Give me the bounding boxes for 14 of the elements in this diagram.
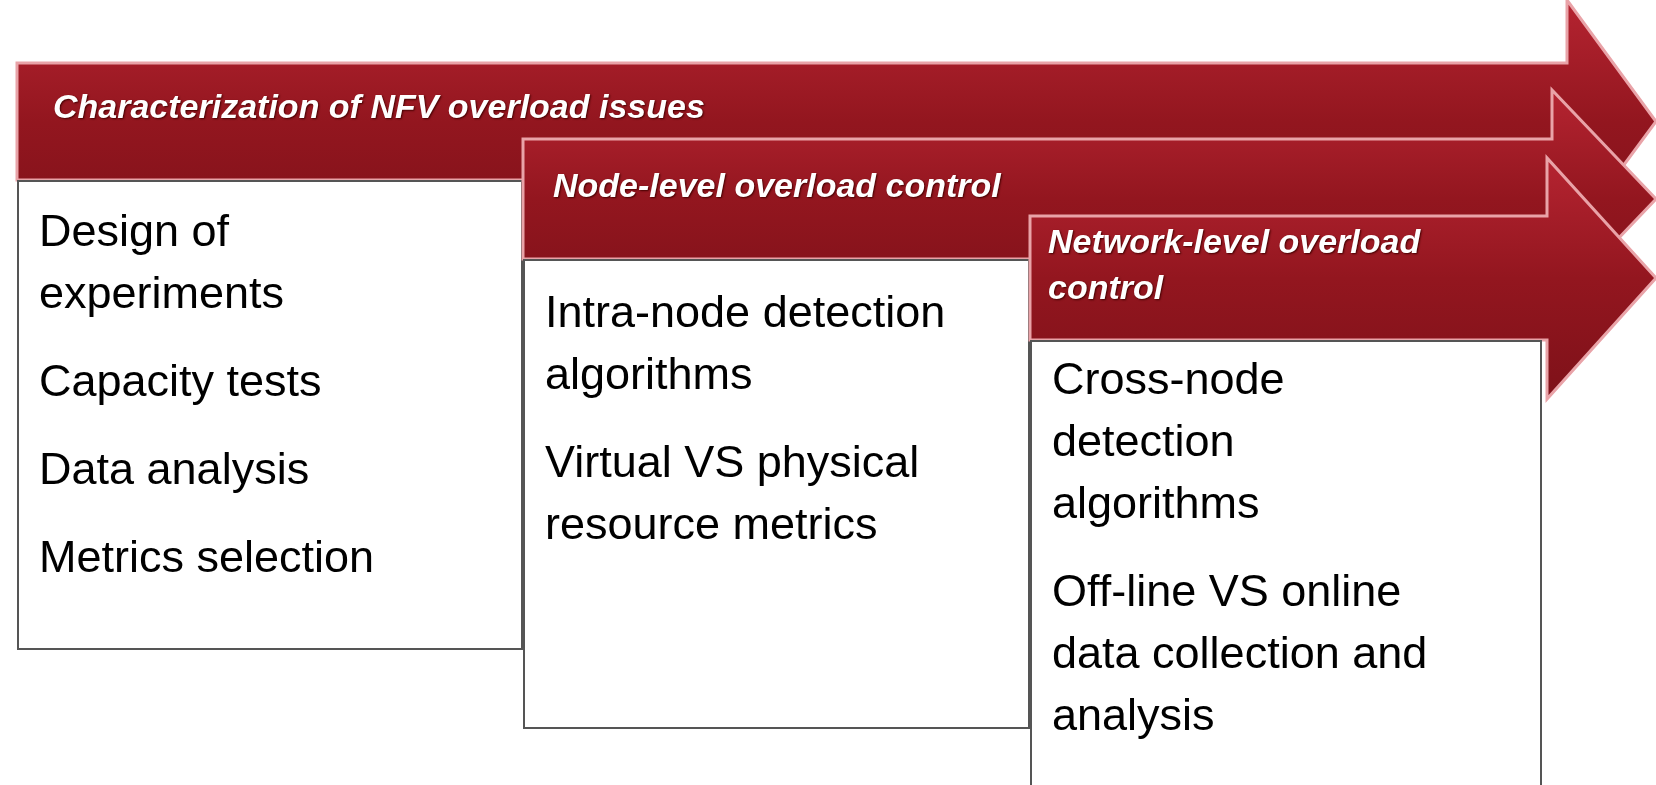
stage-heading: Characterization of NFV overload issues bbox=[53, 86, 706, 127]
content-box bbox=[17, 180, 523, 650]
content-box bbox=[1030, 340, 1542, 785]
list-item: Design of experiments bbox=[39, 204, 286, 320]
stage-heading: Network-level overload control bbox=[1048, 221, 1422, 308]
list-item: Capacity tests bbox=[39, 354, 323, 408]
stage-heading: Node-level overload control bbox=[553, 165, 1003, 206]
list-item: Intra-node detection algorithms bbox=[545, 285, 947, 401]
list-item: Metrics selection bbox=[39, 530, 376, 584]
content-box bbox=[523, 259, 1030, 729]
list-item: Virtual VS physical resource metrics bbox=[545, 435, 921, 551]
list-item: Data analysis bbox=[39, 442, 311, 496]
list-item: Cross-node detection algorithms bbox=[1052, 352, 1286, 530]
list-item: Off-line VS online data collection and analysis bbox=[1052, 564, 1429, 742]
